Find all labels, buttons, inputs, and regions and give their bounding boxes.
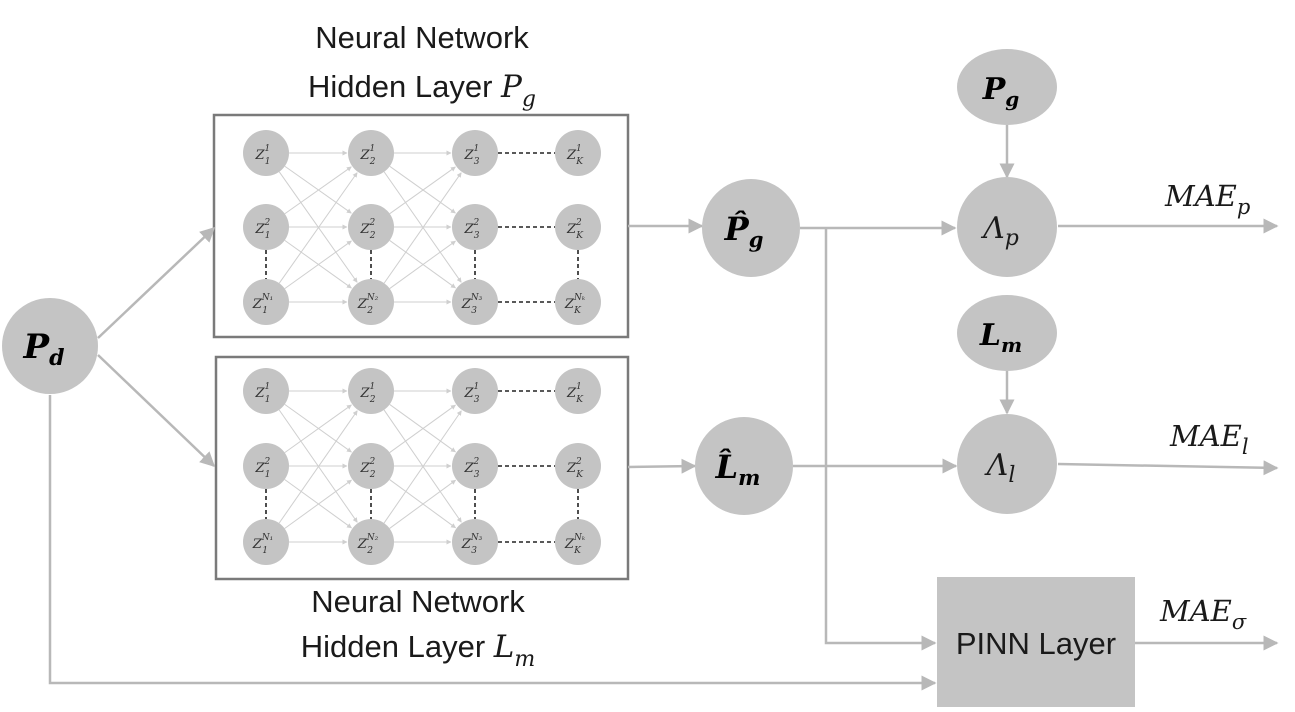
top-net-node — [555, 279, 601, 325]
bottom-network-title: Neural Network — [311, 584, 525, 619]
bottom-network-subtitle: Hidden Layer Lm — [301, 629, 535, 672]
input-node-pd — [2, 298, 98, 394]
top-network-subtitle: Hidden Layer Pg — [308, 69, 536, 112]
top-net-edge — [383, 172, 462, 284]
pg-hat-node — [702, 179, 800, 277]
bottom-net-node — [452, 519, 498, 565]
pg-reference-label: Pg — [982, 72, 1020, 111]
bottom-net-node — [555, 443, 601, 489]
arrow-pd-to-bottom-net — [97, 354, 216, 468]
lm-reference-label: Lm — [979, 318, 1022, 357]
input-node-label: Pd — [23, 327, 65, 371]
top-net-node — [348, 130, 394, 176]
bottom-net-node — [348, 443, 394, 489]
connector-lines — [48, 125, 1279, 691]
pinn-layer-label: PINN Layer — [956, 626, 1116, 661]
bottom-net-edge — [389, 479, 457, 529]
lambda-p-node — [957, 177, 1057, 277]
top-net-node — [243, 204, 289, 250]
arrow-bottom-net-to-lm-hat — [627, 458, 697, 474]
lm-hat-label: L̂m — [715, 448, 761, 490]
lm-hat-node — [695, 417, 793, 515]
bottom-net-node — [452, 443, 498, 489]
bottom-net-node — [348, 519, 394, 565]
bottom-net-edge — [383, 410, 462, 524]
top-net-node — [243, 279, 289, 325]
bottom-net-node — [243, 368, 289, 414]
top-net-edge — [284, 166, 352, 215]
mae-sigma-label: MAEσ — [1159, 594, 1247, 634]
bottom-net-edge — [284, 479, 352, 529]
top-net-node — [348, 204, 394, 250]
mae-l-label: MAEl — [1169, 419, 1249, 459]
lambda-l-node — [957, 414, 1057, 514]
top-net-edge — [284, 240, 352, 290]
lm-reference-node — [957, 295, 1057, 371]
mae-p-label: MAEp — [1164, 179, 1250, 219]
arrow-pd-to-top-net — [97, 226, 216, 339]
top-net-node — [555, 130, 601, 176]
bottom-net-edge — [284, 404, 352, 454]
top-network-title: Neural Network — [315, 20, 529, 55]
bottom-network-box — [214, 355, 630, 581]
top-net-node — [452, 204, 498, 250]
top-net-node — [555, 204, 601, 250]
bottom-net-edge — [278, 410, 358, 524]
top-net-edge — [389, 240, 456, 289]
top-net-node — [452, 279, 498, 325]
top-net-node — [243, 130, 289, 176]
top-net-edge — [278, 172, 358, 284]
pinn-layer-box — [937, 577, 1135, 707]
pg-hat-label: P̂g — [724, 210, 764, 252]
bottom-net-node — [243, 519, 289, 565]
bottom-net-node — [555, 368, 601, 414]
pg-reference-node — [957, 49, 1057, 125]
bottom-net-node — [555, 519, 601, 565]
lambda-p-label: Λp — [980, 211, 1019, 251]
bottom-net-node — [452, 368, 498, 414]
lambda-l-label: Λl — [984, 448, 1016, 488]
top-net-edge — [389, 166, 456, 215]
top-net-node — [348, 279, 394, 325]
top-net-node — [452, 130, 498, 176]
bottom-net-node — [348, 368, 394, 414]
bottom-net-edge — [389, 404, 456, 453]
arrow-mae-l-output — [1057, 460, 1279, 476]
arrow-pd-to-pinn — [48, 395, 937, 691]
arrow-pg-hat-to-pinn — [824, 228, 937, 651]
bottom-net-node — [243, 443, 289, 489]
